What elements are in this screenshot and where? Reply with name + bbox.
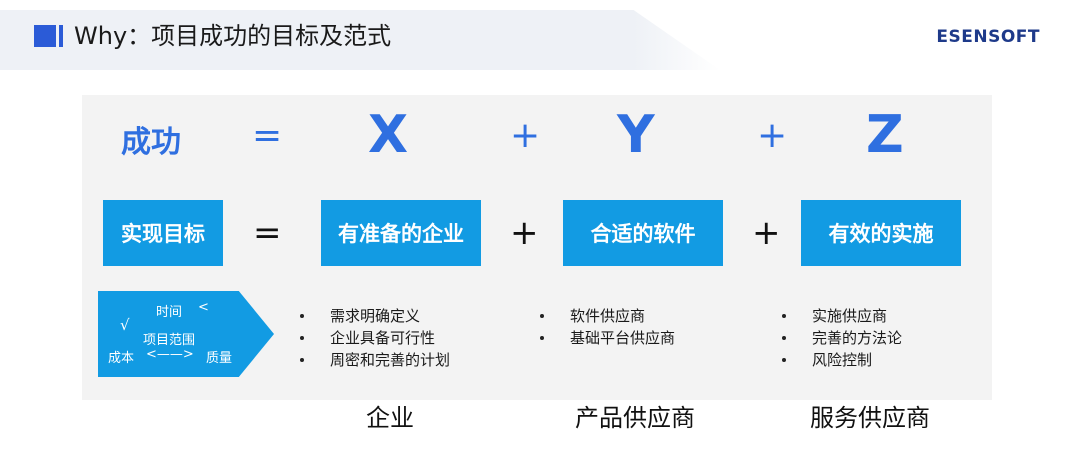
caption-product: 产品供应商 (575, 404, 695, 432)
formula-x: X (368, 105, 409, 165)
goal-box: 实现目标 (103, 200, 223, 266)
list-item: 需求明确定义 (295, 305, 450, 327)
company-bullet-list: 需求明确定义 企业具备可行性 周密和完善的计划 (295, 305, 450, 371)
triangle-arrow-left-icon: √ (120, 316, 130, 334)
boxes-plus-1: + (510, 213, 539, 253)
formula-z: Z (866, 105, 904, 165)
list-item: 周密和完善的计划 (295, 349, 450, 371)
header-mark-bar (59, 25, 63, 47)
formula-plus-2: + (757, 115, 788, 156)
list-item: 完善的方法论 (777, 327, 902, 349)
formula-equals: = (252, 115, 283, 156)
caption-service: 服务供应商 (810, 404, 930, 432)
header-mark-icon (34, 25, 56, 47)
triangle-cost: 成本 (108, 351, 135, 366)
caption-company: 企业 (366, 404, 414, 432)
header-band (0, 10, 720, 70)
boxes-equals: = (253, 213, 282, 253)
triangle-quality: 质量 (206, 351, 233, 366)
ready-company-box: 有准备的企业 (321, 200, 481, 266)
formula-plus-1: + (510, 115, 541, 156)
product-bullet-list: 软件供应商 基础平台供应商 (535, 305, 675, 349)
page-title: Why：项目成功的目标及范式 (74, 22, 392, 50)
project-triangle-chevron: 时间 < √ 项目范围 成本 <——> 质量 (98, 291, 274, 377)
boxes-plus-2: + (752, 213, 781, 253)
triangle-arrow-icon: <——> (146, 347, 194, 362)
formula-success: 成功 (121, 125, 181, 160)
list-item: 软件供应商 (535, 305, 675, 327)
service-bullet-list: 实施供应商 完善的方法论 风险控制 (777, 305, 902, 371)
list-item: 基础平台供应商 (535, 327, 675, 349)
effective-impl-box: 有效的实施 (801, 200, 961, 266)
formula-y: Y (617, 105, 655, 165)
suitable-software-box: 合适的软件 (563, 200, 723, 266)
list-item: 实施供应商 (777, 305, 902, 327)
triangle-scope: 项目范围 (143, 333, 196, 348)
list-item: 风险控制 (777, 349, 902, 371)
list-item: 企业具备可行性 (295, 327, 450, 349)
triangle-time: 时间 (156, 305, 183, 320)
brand-logo-text: ESENSOFT (936, 27, 1040, 47)
triangle-arrow-top-icon: < (198, 300, 209, 315)
